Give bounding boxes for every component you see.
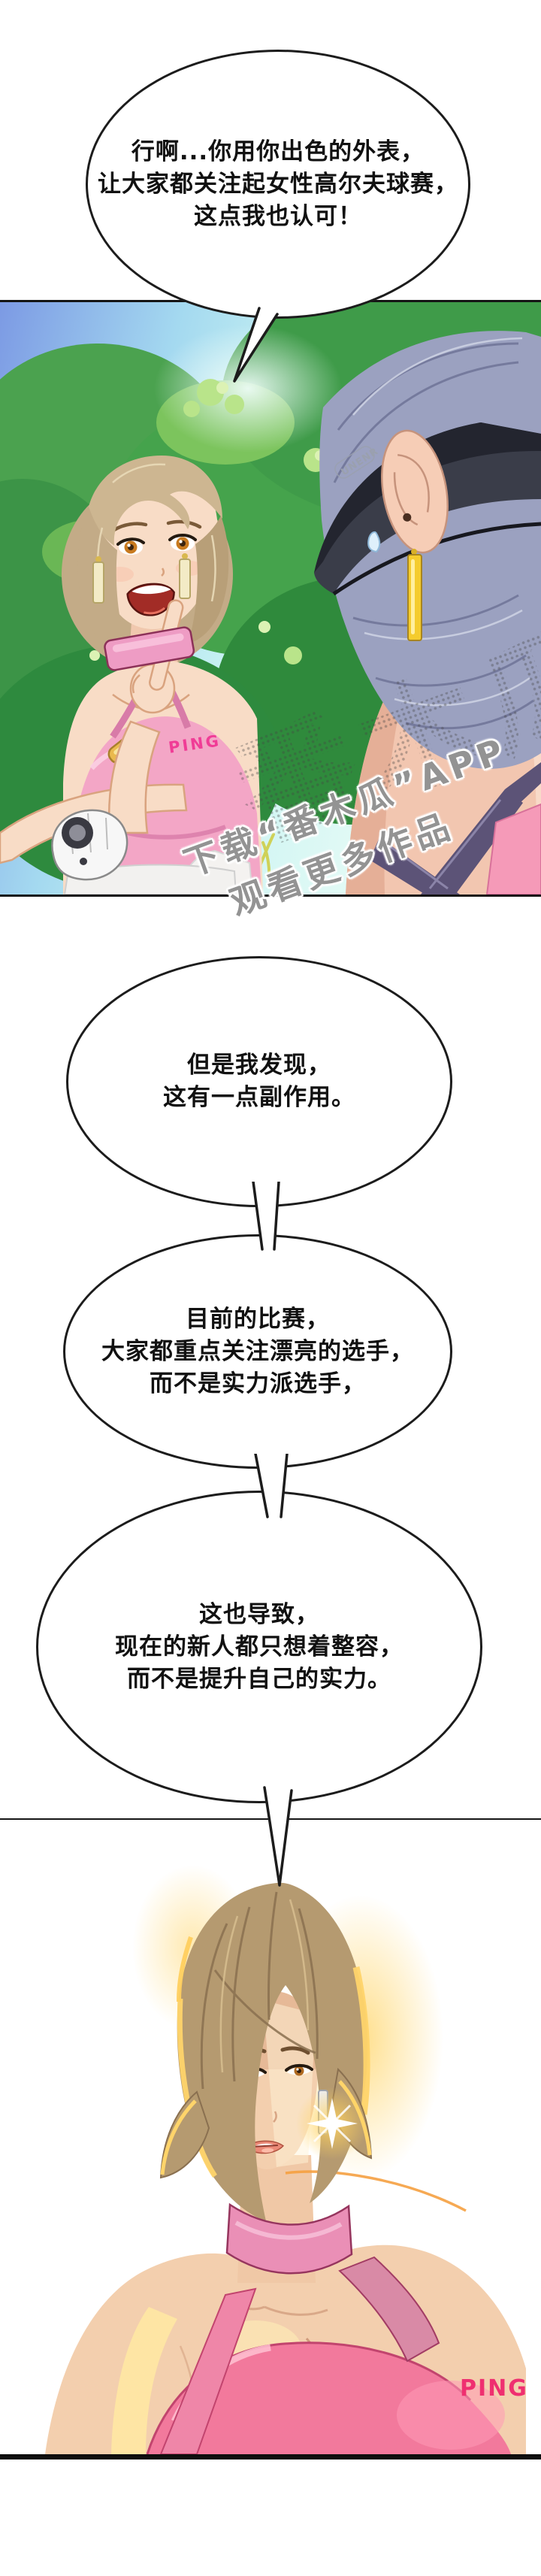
bubble-2-3-connector bbox=[252, 1182, 280, 1251]
bubble-line: 但是我发现， bbox=[187, 1052, 331, 1079]
sweat-drop-icon bbox=[367, 531, 381, 553]
arm-highlight bbox=[111, 2307, 177, 2454]
pink-top-back-edge bbox=[485, 803, 541, 894]
choker bbox=[104, 626, 195, 671]
panel-woman-closeup: PING bbox=[0, 1818, 541, 2459]
bubble-line: 这有一点副作用。 bbox=[163, 1084, 355, 1111]
player-from-behind: UNENR bbox=[314, 331, 541, 894]
golf-glove bbox=[51, 809, 128, 881]
closeup-shirt-logo: PING bbox=[460, 2375, 528, 2402]
speech-bubble-1: 行啊...你用你出色的外表， 让大家都关注起女性高尔夫球赛， 这点我也认可！ bbox=[86, 50, 470, 319]
speech-bubble-4: 这也导致， 现在的新人都只想着整容， 而不是提升自己的实力。 bbox=[36, 1491, 482, 1803]
shoulder-strap bbox=[338, 2256, 440, 2363]
bubble-line: 目前的比赛， bbox=[186, 1305, 330, 1333]
closeup-woman: PING bbox=[45, 1882, 528, 2454]
bubble-3-4-connector bbox=[254, 1454, 289, 1518]
raised-forearm bbox=[107, 720, 161, 834]
panel-golf-course: UNENR bbox=[0, 300, 541, 897]
bubble-line: 这点我也认可！ bbox=[194, 202, 362, 230]
bubble-line: 现在的新人都只想着整容， bbox=[115, 1633, 403, 1660]
bar-earrings bbox=[92, 553, 191, 604]
closeup-art: PING bbox=[0, 1820, 541, 2454]
bubble-line: 大家都重点关注漂亮的选手， bbox=[101, 1337, 414, 1365]
blonde-woman: PING bbox=[0, 456, 263, 894]
eyes bbox=[112, 519, 202, 555]
ear bbox=[381, 429, 449, 554]
speech-bubble-3: 目前的比赛， 大家都重点关注漂亮的选手， 而不是实力派选手， bbox=[63, 1234, 452, 1469]
bubble-line: 行啊...你用你出色的外表， bbox=[131, 138, 425, 165]
speech-bubble-2: 但是我发现， 这有一点副作用。 bbox=[66, 956, 452, 1207]
bubble-line: 让大家都关注起女性高尔夫球赛， bbox=[98, 170, 458, 198]
earring-and-sparkle bbox=[296, 2087, 368, 2160]
gold-bar-earring-icon bbox=[407, 549, 422, 641]
bubble-line: 这也导致， bbox=[199, 1600, 319, 1628]
hair-fringe bbox=[89, 456, 222, 546]
halter-back-straps bbox=[370, 762, 541, 894]
open-smiling-mouth bbox=[126, 583, 175, 616]
golf-scene-art: UNENR bbox=[0, 302, 541, 894]
bubble-4-tail bbox=[263, 1786, 293, 1887]
bubble-line: 而不是实力派选手， bbox=[150, 1370, 366, 1397]
sparkle-icon bbox=[296, 2087, 368, 2160]
bubble-line: 而不是提升自己的实力。 bbox=[127, 1665, 391, 1693]
pink-top-closeup: PING bbox=[146, 2256, 528, 2454]
bubble-1-tail bbox=[233, 307, 279, 383]
